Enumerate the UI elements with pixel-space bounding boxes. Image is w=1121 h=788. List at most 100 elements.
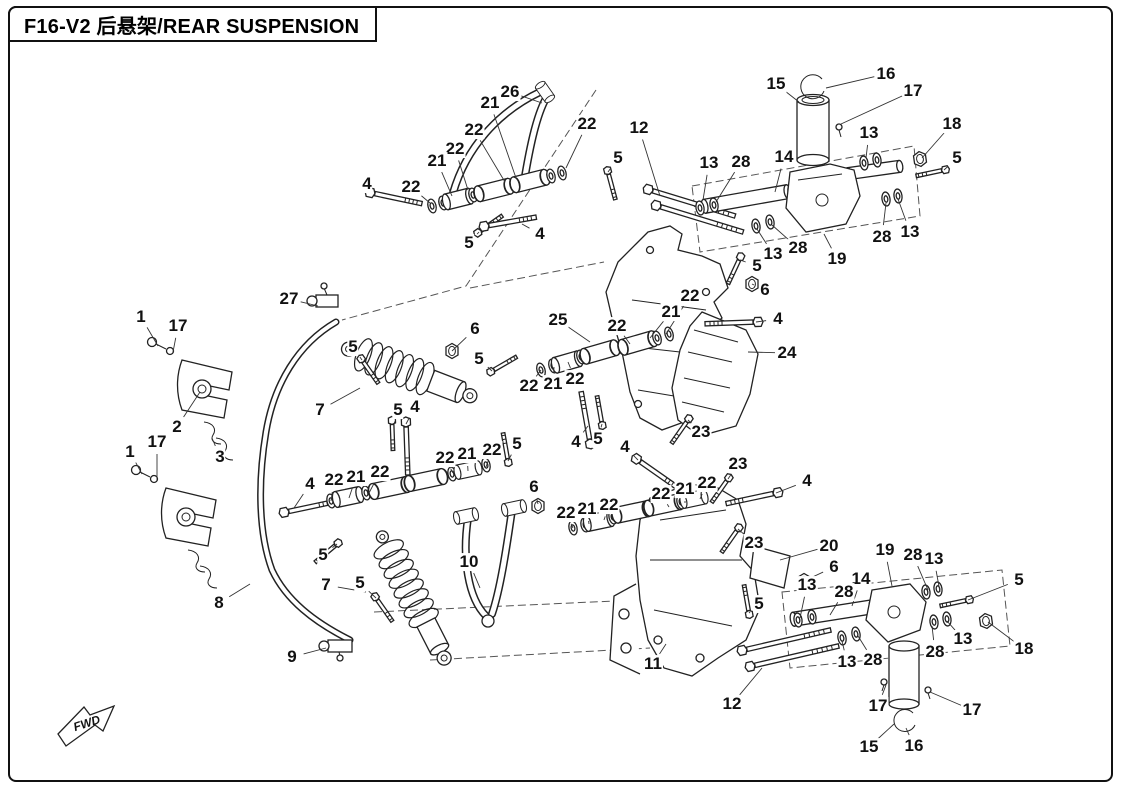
upper-shock-absorber: [340, 338, 478, 404]
leader-line: [183, 391, 201, 418]
leader-line: [348, 488, 353, 499]
leader-line: [485, 461, 489, 468]
leader-line: [487, 366, 493, 372]
leader-line: [702, 174, 708, 201]
diagram-title: F16-V2 后悬架/REAR SUSPENSION: [24, 15, 360, 38]
leader-line: [393, 421, 396, 425]
leader-line: [946, 620, 956, 631]
leader-line: [603, 516, 606, 521]
leader-line: [823, 233, 832, 249]
leader-line: [699, 493, 703, 500]
leader-line: [857, 635, 868, 651]
leader-line: [877, 723, 895, 740]
leader-line: [886, 561, 893, 587]
leader-line: [300, 301, 319, 307]
leader-line: [535, 369, 542, 377]
leader-line: [799, 596, 805, 619]
leader-line: [727, 473, 732, 480]
leader-line: [359, 356, 363, 361]
leader-line: [825, 76, 875, 89]
leader-line: [840, 95, 903, 125]
leader-line: [897, 198, 907, 221]
leader-line: [441, 171, 453, 197]
leader-line: [582, 425, 589, 433]
leader-line: [337, 586, 367, 593]
leader-line: [473, 572, 481, 589]
leader-line: [419, 194, 431, 204]
stabilizer-link-lower: [318, 639, 353, 662]
leader-line: [921, 132, 945, 159]
leader-line: [536, 498, 539, 505]
leader-line: [943, 165, 949, 171]
leader-line: [779, 548, 818, 561]
leader-line: [507, 454, 512, 462]
leader-line: [739, 667, 763, 696]
leader-line: [451, 336, 467, 352]
leader-line: [748, 611, 751, 614]
leader-line: [521, 223, 530, 229]
leader-line: [987, 621, 1015, 643]
lower-subframe: [609, 483, 791, 677]
leader-line: [368, 482, 375, 494]
leader-line: [751, 283, 755, 286]
leader-line: [755, 320, 767, 323]
leader-line: [330, 387, 361, 405]
leader-line: [882, 202, 887, 226]
leader-line: [368, 590, 377, 599]
leader-line: [405, 417, 410, 425]
title-box: F16-V2 后悬架/REAR SUSPENSION: [8, 6, 378, 42]
leader-line: [211, 437, 216, 447]
leader-line: [228, 583, 251, 598]
leader-line: [756, 228, 767, 245]
lower-shock-absorber: [373, 530, 452, 666]
fwd-arrow: FWD: [57, 704, 116, 747]
leader-line: [567, 326, 591, 343]
leader-line: [775, 484, 796, 494]
stabilizer-bar: [257, 318, 354, 644]
leader-line: [565, 134, 583, 169]
leader-line: [567, 361, 571, 369]
leader-line: [570, 523, 574, 529]
leader-line: [666, 503, 670, 508]
leader-line: [521, 95, 543, 104]
leader-line: [929, 691, 962, 706]
leader-line: [829, 602, 839, 616]
leader-line: [172, 337, 177, 353]
upper-link-assembly: [363, 164, 746, 239]
leader-line: [450, 468, 454, 474]
leader-line: [739, 259, 746, 263]
leader-line: [785, 91, 800, 103]
leader-line: [967, 583, 1008, 601]
leader-line: [771, 224, 790, 241]
leader-line: [303, 647, 327, 655]
leader-line: [330, 491, 333, 502]
leader-line: [931, 625, 935, 641]
leader-line: [493, 114, 517, 179]
leader-line: [293, 493, 304, 509]
leader-line: [865, 144, 869, 159]
drawing-border: [8, 6, 1113, 782]
leader-line: [774, 168, 782, 193]
leader-line: [747, 351, 776, 354]
lower-a-arm: [451, 498, 529, 628]
leader-line: [642, 139, 661, 197]
leader-line: [659, 643, 667, 655]
leader-line: [905, 727, 910, 736]
stabilizer-link-upper: [306, 282, 339, 308]
upper-a-arm: [449, 79, 557, 197]
leader-line: [633, 455, 639, 461]
leader-line: [146, 327, 159, 347]
leader-line: [881, 684, 887, 695]
leader-line: [135, 462, 143, 475]
leader-line: [623, 335, 631, 345]
leader-line: [851, 590, 858, 607]
leader-line: [458, 160, 469, 191]
leader-line: [600, 423, 603, 428]
leader-line: [607, 167, 612, 173]
leader-lines: [135, 76, 1015, 740]
leader-line: [917, 565, 929, 591]
leader-line: [479, 140, 506, 183]
upper-right-knuckle: [694, 74, 951, 293]
